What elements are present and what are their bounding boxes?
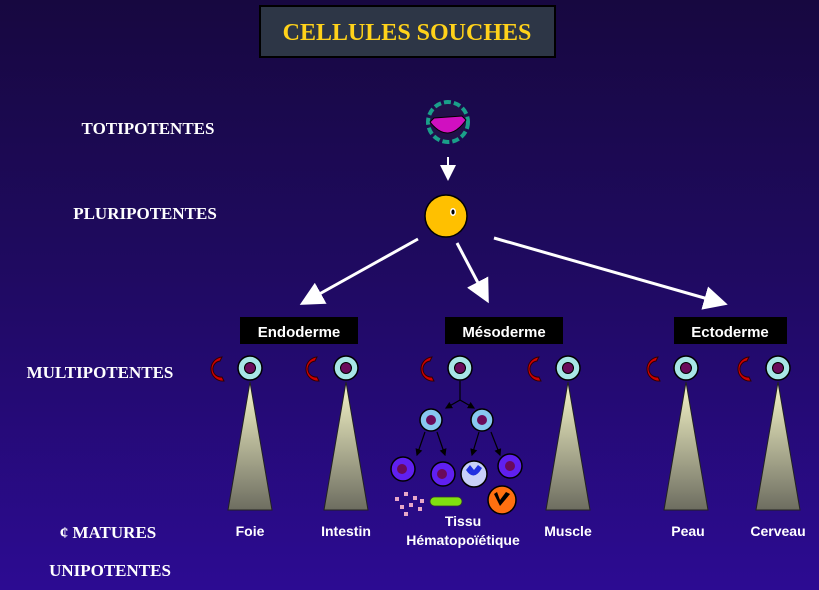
multipotent-cells <box>210 355 791 382</box>
self-renewal-icon <box>737 356 752 382</box>
lineage-cones <box>227 381 801 511</box>
tissue-brain: Cerveau <box>750 523 805 539</box>
level-multipotent: MULTIPOTENTES <box>27 363 174 382</box>
tissue-liver: Foie <box>236 523 265 539</box>
cone-muscle <box>545 381 591 511</box>
layer-ectoderm: Ectoderme <box>674 317 787 344</box>
self-renewal-icon <box>305 356 320 382</box>
level-mature: ¢ MATURES <box>60 523 157 542</box>
multipotent-cell-icon <box>237 355 263 381</box>
self-renewal-icon <box>210 356 225 382</box>
totipotent-cell-icon <box>426 100 470 144</box>
layer-endoderm: Endoderme <box>240 317 358 344</box>
self-renewal-icon <box>646 356 661 382</box>
self-renewal-icon <box>420 356 435 382</box>
title-box: CELLULES SOUCHES <box>259 5 556 58</box>
cone-brain <box>755 381 801 511</box>
svg-text:Mésoderme: Mésoderme <box>462 324 545 341</box>
cone-skin <box>663 381 709 511</box>
title: CELLULES SOUCHES <box>283 20 532 46</box>
tissue-intestine: Intestin <box>321 523 371 539</box>
svg-text:Ectoderme: Ectoderme <box>691 324 769 341</box>
svg-text:Endoderme: Endoderme <box>258 324 341 341</box>
tissue-muscle: Muscle <box>544 523 592 539</box>
self-renewal-icon <box>527 356 542 382</box>
tissue-skin: Peau <box>671 523 704 539</box>
cone-liver <box>227 381 273 511</box>
differentiation-arrows <box>299 236 728 310</box>
multipotent-cell-icon <box>447 355 473 381</box>
tissue-hematopoietic-line2: Hématopoïétique <box>406 532 520 548</box>
pluripotent-cell-icon <box>424 194 468 238</box>
tissue-hematopoietic-line1: Tissu <box>445 513 481 529</box>
hematopoietic-tree <box>390 381 523 516</box>
level-pluripotent: PLURIPOTENTES <box>73 204 217 223</box>
level-unipotent: UNIPOTENTES <box>49 561 171 580</box>
level-totipotent: TOTIPOTENTES <box>82 119 215 138</box>
multipotent-cell-icon <box>333 355 359 381</box>
cone-intestine <box>323 381 369 511</box>
multipotent-cell-icon <box>673 355 699 381</box>
multipotent-cell-icon <box>555 355 581 381</box>
layer-mesoderm: Mésoderme <box>445 317 563 344</box>
multipotent-cell-icon <box>765 355 791 381</box>
